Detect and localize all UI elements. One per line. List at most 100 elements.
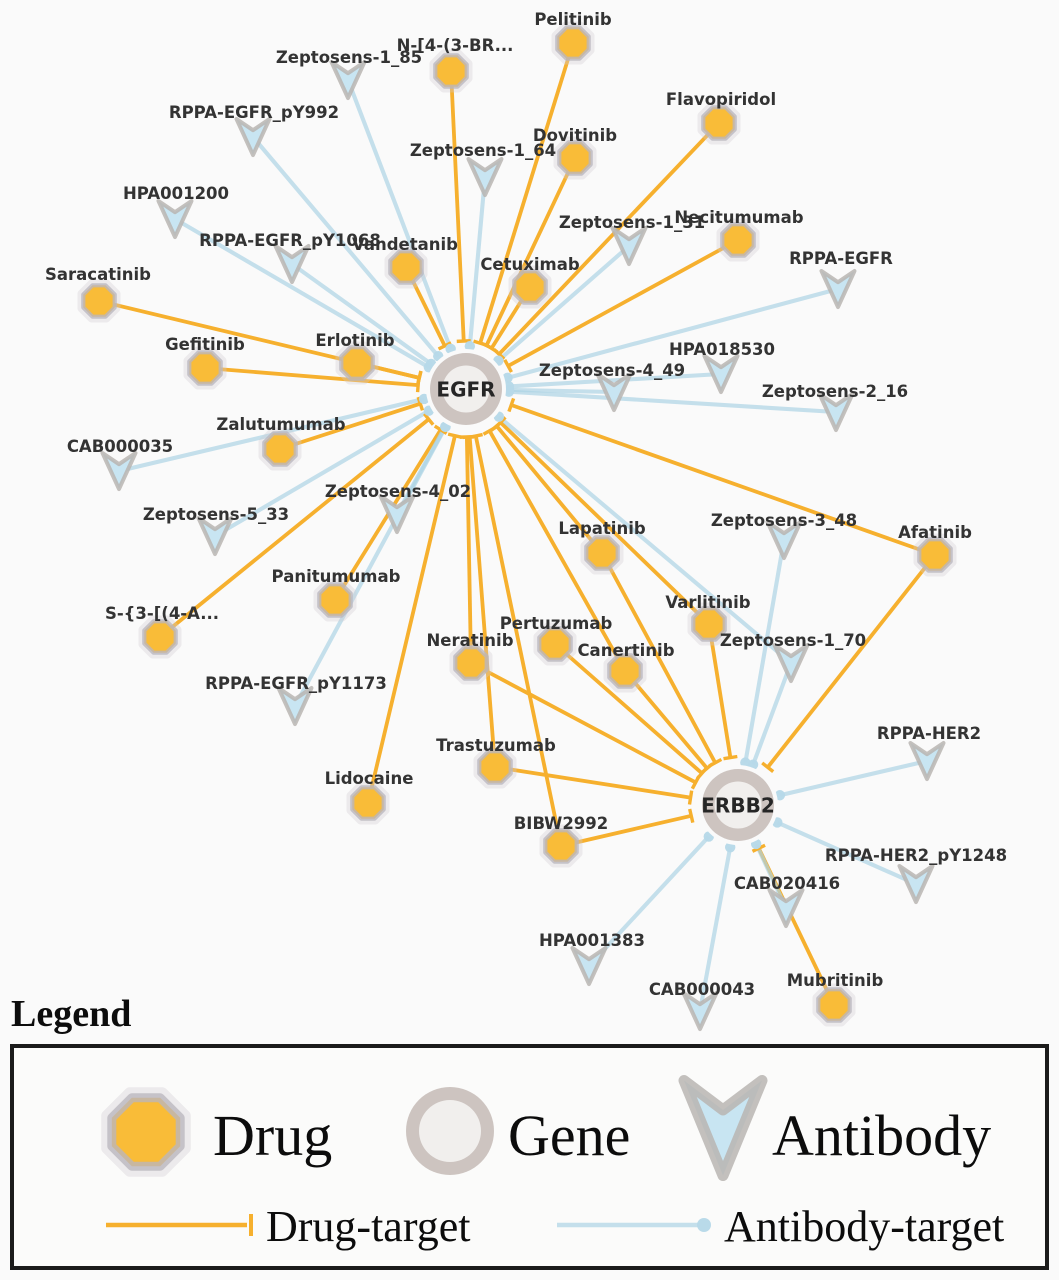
antibody-node-RPPA-HER2_pY1248[interactable] [897, 864, 935, 904]
antibody-label: RPPA-HER2_pY1248 [825, 846, 1007, 865]
drug-octagon [543, 828, 579, 864]
antibody-target-edge [173, 217, 430, 370]
gene-node-ERBB2[interactable] [698, 765, 778, 845]
drug-octagon-halo [508, 265, 552, 309]
antibody-target-edge [346, 79, 453, 350]
drug-node-Mubritinib[interactable] [812, 983, 856, 1027]
drug-octagon-halo [473, 745, 517, 789]
tee-arrowhead [484, 343, 499, 354]
drug-node-Gefitinib[interactable] [183, 346, 227, 390]
drug-node-Pertuzumab[interactable] [533, 622, 577, 666]
antibody-target-edge [697, 846, 733, 1012]
gene-node-EGFR[interactable] [426, 349, 506, 429]
drug-target-edge [158, 417, 430, 639]
antibody-node-Zeptosens-2_16[interactable] [817, 392, 855, 432]
drug-node-Erlotinib[interactable] [335, 341, 379, 385]
antibody-node-Zeptosens-3_48[interactable] [765, 520, 803, 560]
drug-node-Varlitinib[interactable] [687, 602, 731, 646]
antibody-label: RPPA-EGFR [789, 249, 893, 268]
antibody-chevron [772, 643, 810, 683]
drug-label: Zalutumumab [216, 415, 345, 434]
drug-octagon-halo [313, 578, 357, 622]
antibody-node-Zeptosens-1_70[interactable] [772, 643, 810, 683]
drug-label: Trastuzumab [436, 736, 556, 755]
drug-octagon-halo [533, 622, 577, 666]
antibody-node-RPPA-EGFR_pY1068[interactable] [273, 244, 311, 284]
antibody-chevron [329, 60, 367, 100]
drug-octagon [917, 537, 953, 573]
drug-node-Lidocaine[interactable] [346, 781, 390, 825]
antibody-node-Zeptosens-4_49[interactable] [595, 372, 633, 412]
antibody-node-Zeptosens-1_31[interactable] [610, 226, 648, 266]
drug-target-edge [494, 765, 691, 800]
antibody-target-edge [496, 244, 631, 363]
drug-octagon [607, 653, 643, 689]
drug-node-Lapatinib[interactable] [580, 531, 624, 575]
antibody-node-Zeptosens-1_64[interactable] [466, 157, 504, 197]
antibody-node-RPPA-EGFR_pY1173[interactable] [276, 686, 314, 726]
tee-arrowhead [688, 808, 695, 824]
drug-node-Cetuximab[interactable] [508, 265, 552, 309]
antibody-label: Zeptosens-1_85 [276, 48, 422, 67]
gene-inner [714, 781, 762, 829]
drug-octagon [701, 105, 737, 141]
drug-node-Saracatinib[interactable] [77, 279, 121, 323]
drug-octagon [81, 283, 117, 319]
drug-label: Dovitinib [533, 126, 617, 145]
drug-octagon-halo [539, 824, 583, 868]
antibody-node-HPA018530[interactable] [702, 354, 740, 394]
drug-node-Panitumumab[interactable] [313, 578, 357, 622]
drug-octagon-halo [697, 101, 741, 145]
antibody-target-edge [293, 425, 448, 707]
tee-arrowhead [416, 396, 425, 411]
drug-node-Trastuzumab[interactable] [473, 745, 517, 789]
drug-node-N-[4-(3-BR[interactable] [429, 49, 473, 93]
antibody-node-Zeptosens-1_85[interactable] [329, 60, 367, 100]
antibody-node-HPA001383[interactable] [570, 946, 608, 986]
antibody-node-Zeptosens-5_33[interactable] [196, 516, 234, 556]
drug-octagon [557, 140, 593, 176]
drug-node-Afatinib[interactable] [913, 533, 957, 577]
antibody-target-edge [751, 662, 793, 766]
antibody-node-RPPA-EGFR_pY992[interactable] [234, 117, 272, 157]
drug-octagon-halo [449, 641, 493, 685]
drug-octagon [388, 249, 424, 285]
antibody-node-CAB020416[interactable] [767, 888, 805, 928]
drug-label: Saracatinib [45, 265, 151, 284]
antibody-target-edge [251, 135, 440, 358]
drug-octagon [350, 785, 386, 821]
drug-node-Dovitinib[interactable] [553, 136, 597, 180]
drug-target-edge [487, 429, 627, 672]
tee-arrowhead [437, 341, 452, 351]
drug-node-Flavopiridol[interactable] [697, 101, 741, 145]
drug-octagon [339, 345, 375, 381]
antibody-node-CAB000043[interactable] [681, 991, 719, 1031]
dot-arrowhead [724, 842, 736, 853]
drug-node-Pelitinib[interactable] [551, 21, 595, 65]
drug-octagon [691, 606, 727, 642]
antibody-node-HPA001200[interactable] [156, 199, 194, 239]
drug-node-S-{3-[(4-A[interactable] [138, 615, 182, 659]
drug-node-BIBW2992[interactable] [539, 824, 583, 868]
dot-arrowhead [503, 386, 515, 397]
antibody-node-CAB000035[interactable] [100, 451, 138, 491]
drug-node-Zalutumumab[interactable] [258, 427, 302, 471]
drug-label: Afatinib [898, 523, 972, 542]
drug-node-Necitumumab[interactable] [716, 218, 760, 262]
drug-octagon-halo [913, 533, 957, 577]
antibody-chevron [570, 946, 608, 986]
legend-label-drug-target: Drug-target [266, 1202, 470, 1251]
drug-node-Canertinib[interactable] [603, 649, 647, 693]
antibody-label: Zeptosens-5_33 [143, 505, 289, 524]
legend-label-antibody: Antibody [772, 1103, 991, 1168]
drug-node-Neratinib[interactable] [449, 641, 493, 685]
antibody-target-edge [508, 387, 615, 395]
antibody-node-Zeptosens-4_02[interactable] [378, 494, 416, 534]
antibody-chevron [595, 372, 633, 412]
antibody-node-RPPA-EGFR[interactable] [819, 269, 857, 309]
tee-arrowhead [468, 432, 483, 440]
drug-node-Vandetanib[interactable] [384, 245, 428, 289]
drug-label: Necitumumab [674, 208, 803, 227]
antibody-node-RPPA-HER2[interactable] [908, 741, 946, 781]
